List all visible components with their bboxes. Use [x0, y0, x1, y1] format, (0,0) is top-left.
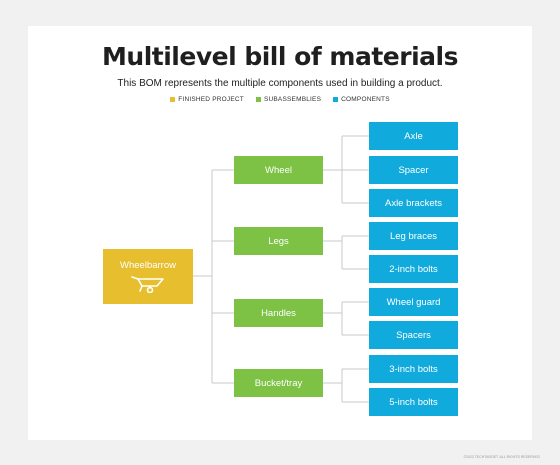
component-label: Spacers — [396, 329, 431, 341]
component-label: 3-inch bolts — [389, 363, 438, 375]
component-label: Axle brackets — [384, 197, 443, 209]
component-2-inch-bolts: 2-inch bolts — [369, 255, 458, 283]
legend-swatch — [333, 96, 339, 102]
legend-label: FINISHED PROJECT — [178, 96, 244, 103]
component-label: Leg braces — [389, 230, 437, 242]
root-label: Wheelbarrow — [120, 260, 176, 271]
subassembly-wheel: Wheel — [234, 156, 323, 184]
subassembly-label: Legs — [268, 235, 289, 247]
subassembly-bucket-tray: Bucket/tray — [234, 369, 323, 397]
page-title: Multilevel bill of materials — [102, 42, 458, 71]
subassembly-label: Bucket/tray — [254, 377, 303, 389]
page-subtitle: This BOM represents the multiple compone… — [117, 78, 443, 89]
component-5-inch-bolts: 5-inch bolts — [369, 388, 458, 416]
component-spacers: Spacers — [369, 321, 458, 349]
subassembly-handles: Handles — [234, 299, 323, 327]
component-wheel-guard: Wheel guard — [369, 288, 458, 316]
component-label: 5-inch bolts — [389, 396, 438, 408]
component-label: Wheel guard — [386, 296, 441, 308]
component-label: 2-inch bolts — [389, 263, 438, 275]
legend-item-finished: FINISHED PROJECT — [170, 96, 244, 103]
component-spacer: Spacer — [369, 156, 458, 184]
legend-item-subassemblies: SUBASSEMBLIES — [255, 96, 322, 103]
component-label: Axle — [404, 130, 423, 142]
component-axle-brackets: Axle brackets — [369, 189, 458, 217]
root-node: Wheelbarrow — [103, 249, 193, 304]
legend-swatch — [255, 96, 261, 102]
subassembly-legs: Legs — [234, 227, 323, 255]
component-3-inch-bolts: 3-inch bolts — [369, 355, 458, 383]
legend-item-components: COMPONENTS — [333, 96, 390, 103]
legend: FINISHED PROJECT SUBASSEMBLIES COMPONENT… — [0, 96, 560, 103]
copyright-note: ©2022 TECHTARGET. ALL RIGHTS RESERVED — [463, 455, 540, 459]
wheelbarrow-icon — [131, 276, 164, 293]
component-axle: Axle — [369, 122, 458, 150]
legend-swatch — [170, 96, 176, 102]
component-label: Spacer — [398, 164, 429, 176]
subassembly-label: Handles — [261, 307, 296, 319]
legend-label: COMPONENTS — [341, 96, 390, 103]
component-leg-braces: Leg braces — [369, 222, 458, 250]
legend-label: SUBASSEMBLIES — [263, 96, 322, 103]
subassembly-label: Wheel — [265, 164, 292, 176]
